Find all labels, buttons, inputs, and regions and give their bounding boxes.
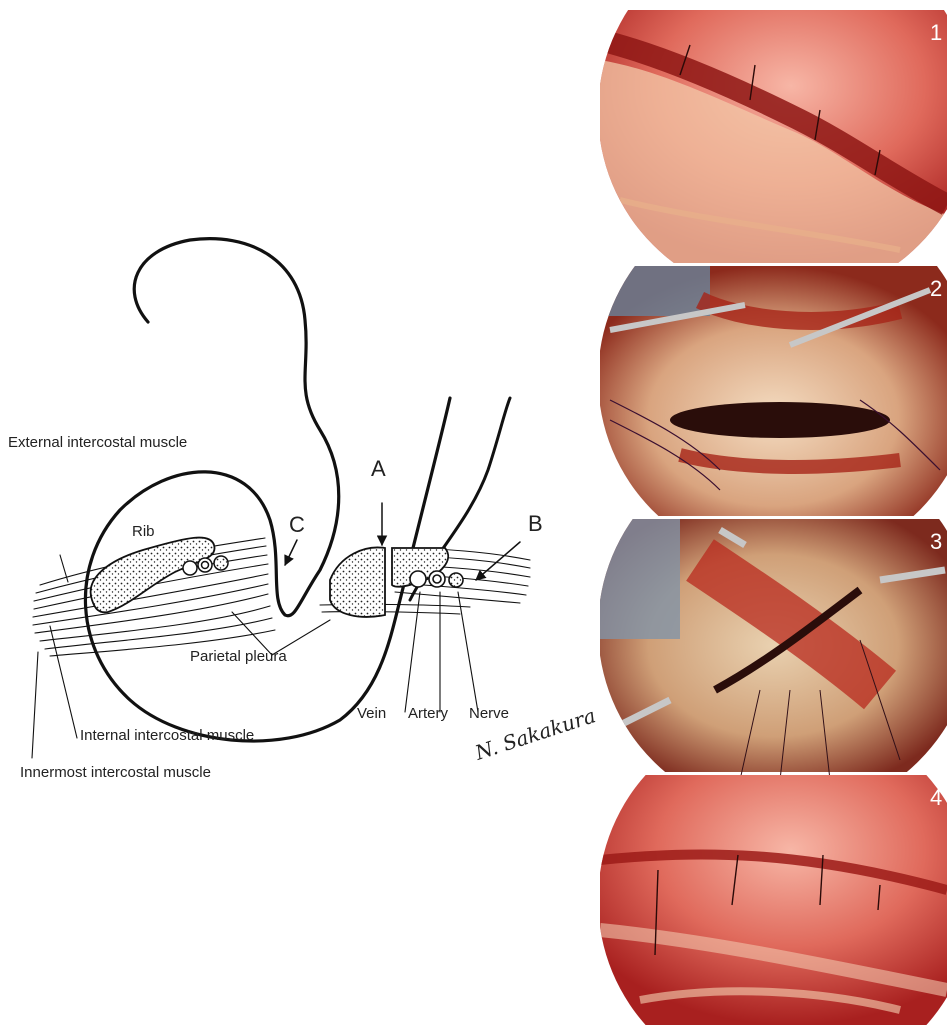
label-rib: Rib (132, 523, 155, 540)
label-c: C (289, 512, 305, 537)
label-artery: Artery (408, 705, 449, 722)
photo-panel-2: 2 (600, 266, 947, 516)
photo-panel-1: 1 (600, 10, 947, 263)
vessels-right (410, 571, 463, 587)
label-vein: Vein (357, 705, 386, 722)
label-external-intercostal: External intercostal muscle (8, 434, 187, 451)
anatomy-diagram (32, 239, 530, 758)
label-b: B (528, 511, 543, 536)
panel-2-number: 2 (930, 276, 942, 301)
rib-left (91, 538, 215, 613)
photo-panel-4: 4 (600, 775, 947, 1025)
panel-3-number: 3 (930, 529, 942, 554)
label-internal-intercostal: Internal intercostal muscle (80, 727, 254, 744)
label-parietal-pleura: Parietal pleura (190, 648, 287, 665)
lung-outline (85, 239, 450, 741)
label-a: A (371, 456, 386, 481)
label-innermost-intercostal: Innermost intercostal muscle (20, 764, 211, 781)
panel-4-number: 4 (930, 785, 942, 810)
photo-panel-3: 3 (600, 519, 947, 780)
rib-right (330, 547, 385, 616)
label-nerve: Nerve (469, 705, 509, 722)
panel-1-number: 1 (930, 20, 942, 45)
